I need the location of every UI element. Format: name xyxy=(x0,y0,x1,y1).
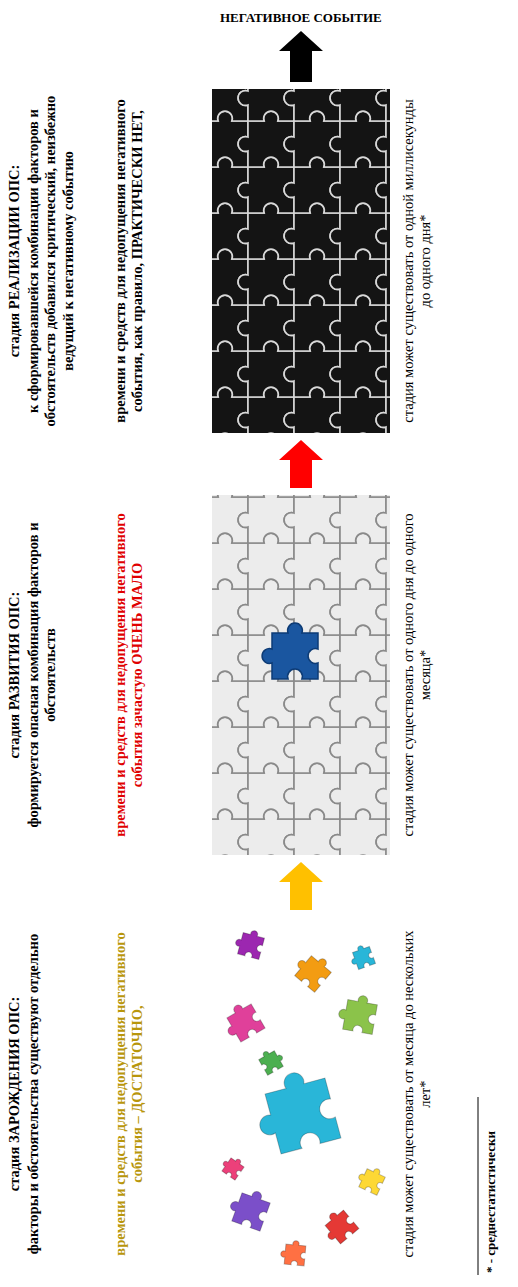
block-arrow xyxy=(279,440,323,488)
scattered-puzzle xyxy=(212,917,390,1271)
illustration-part xyxy=(280,1239,306,1265)
illustration-part xyxy=(219,999,265,1045)
stage-column: стадия РЕАЛИЗАЦИИ ОПС:к сформировавшейся… xyxy=(0,85,462,437)
illustration-part xyxy=(233,927,266,960)
block-arrow xyxy=(279,862,323,910)
illustration-part xyxy=(257,1045,287,1075)
illustration-part xyxy=(376,89,390,121)
footnote-rule xyxy=(478,1097,479,1275)
illustration-part xyxy=(219,1153,246,1180)
puzzle-grid xyxy=(212,89,390,433)
illustration-part xyxy=(336,992,378,1034)
duration-note: стадия может существовать от одной милли… xyxy=(400,85,435,437)
stage-title: стадия РАЗВИТИЯ ОПС: xyxy=(6,491,23,859)
stage-description: к сформировавшейся комбинации факторов и… xyxy=(25,85,77,437)
illustration-part xyxy=(376,495,390,497)
illustration-part xyxy=(318,1206,359,1247)
puzzle-grid xyxy=(212,495,390,855)
stage-column: стадия ЗАРОЖДЕНИЯ ОПС:факторы и обстояте… xyxy=(0,913,462,1275)
stage-title: стадия ЗАРОЖДЕНИЯ ОПС: xyxy=(6,913,23,1275)
time-note: времени и средств для недопущения негати… xyxy=(112,913,147,1275)
illustration-part xyxy=(347,943,375,971)
stage-description: факторы и обстоятельства существуют отде… xyxy=(25,913,42,1275)
footnote: * - среднестатистически xyxy=(483,1131,499,1273)
stage-column: стадия РАЗВИТИЯ ОПС:формируется опасная … xyxy=(0,491,462,859)
stage-title: НЕГАТИВНОЕ СОБЫТИЕ xyxy=(216,8,386,28)
illustration-part xyxy=(376,495,390,543)
block-arrow xyxy=(279,31,323,82)
illustration-part xyxy=(238,495,294,497)
event-label-box: НЕГАТИВНОЕ СОБЫТИЕ xyxy=(216,8,386,28)
blue-piece xyxy=(262,623,318,679)
illustration-part xyxy=(284,495,340,497)
duration-note: стадия может существовать от месяца до н… xyxy=(400,913,435,1275)
stage-title: стадия РЕАЛИЗАЦИИ ОПС: xyxy=(6,85,23,437)
duration-note: стадия может существовать от одного дня … xyxy=(400,491,435,859)
illustration-part xyxy=(249,1065,341,1157)
illustration-part xyxy=(330,495,386,497)
illustration-part xyxy=(290,948,335,993)
stage-description: формируется опасная комбинация факторов … xyxy=(25,491,60,859)
time-note: времени и средств для недопущения негати… xyxy=(112,85,147,437)
illustration-part xyxy=(212,917,390,1271)
illustration-part xyxy=(212,495,248,497)
illustration-part xyxy=(355,1163,387,1195)
time-note: времени и средств для недопущения негати… xyxy=(112,491,147,859)
illustration-part xyxy=(226,1184,273,1231)
